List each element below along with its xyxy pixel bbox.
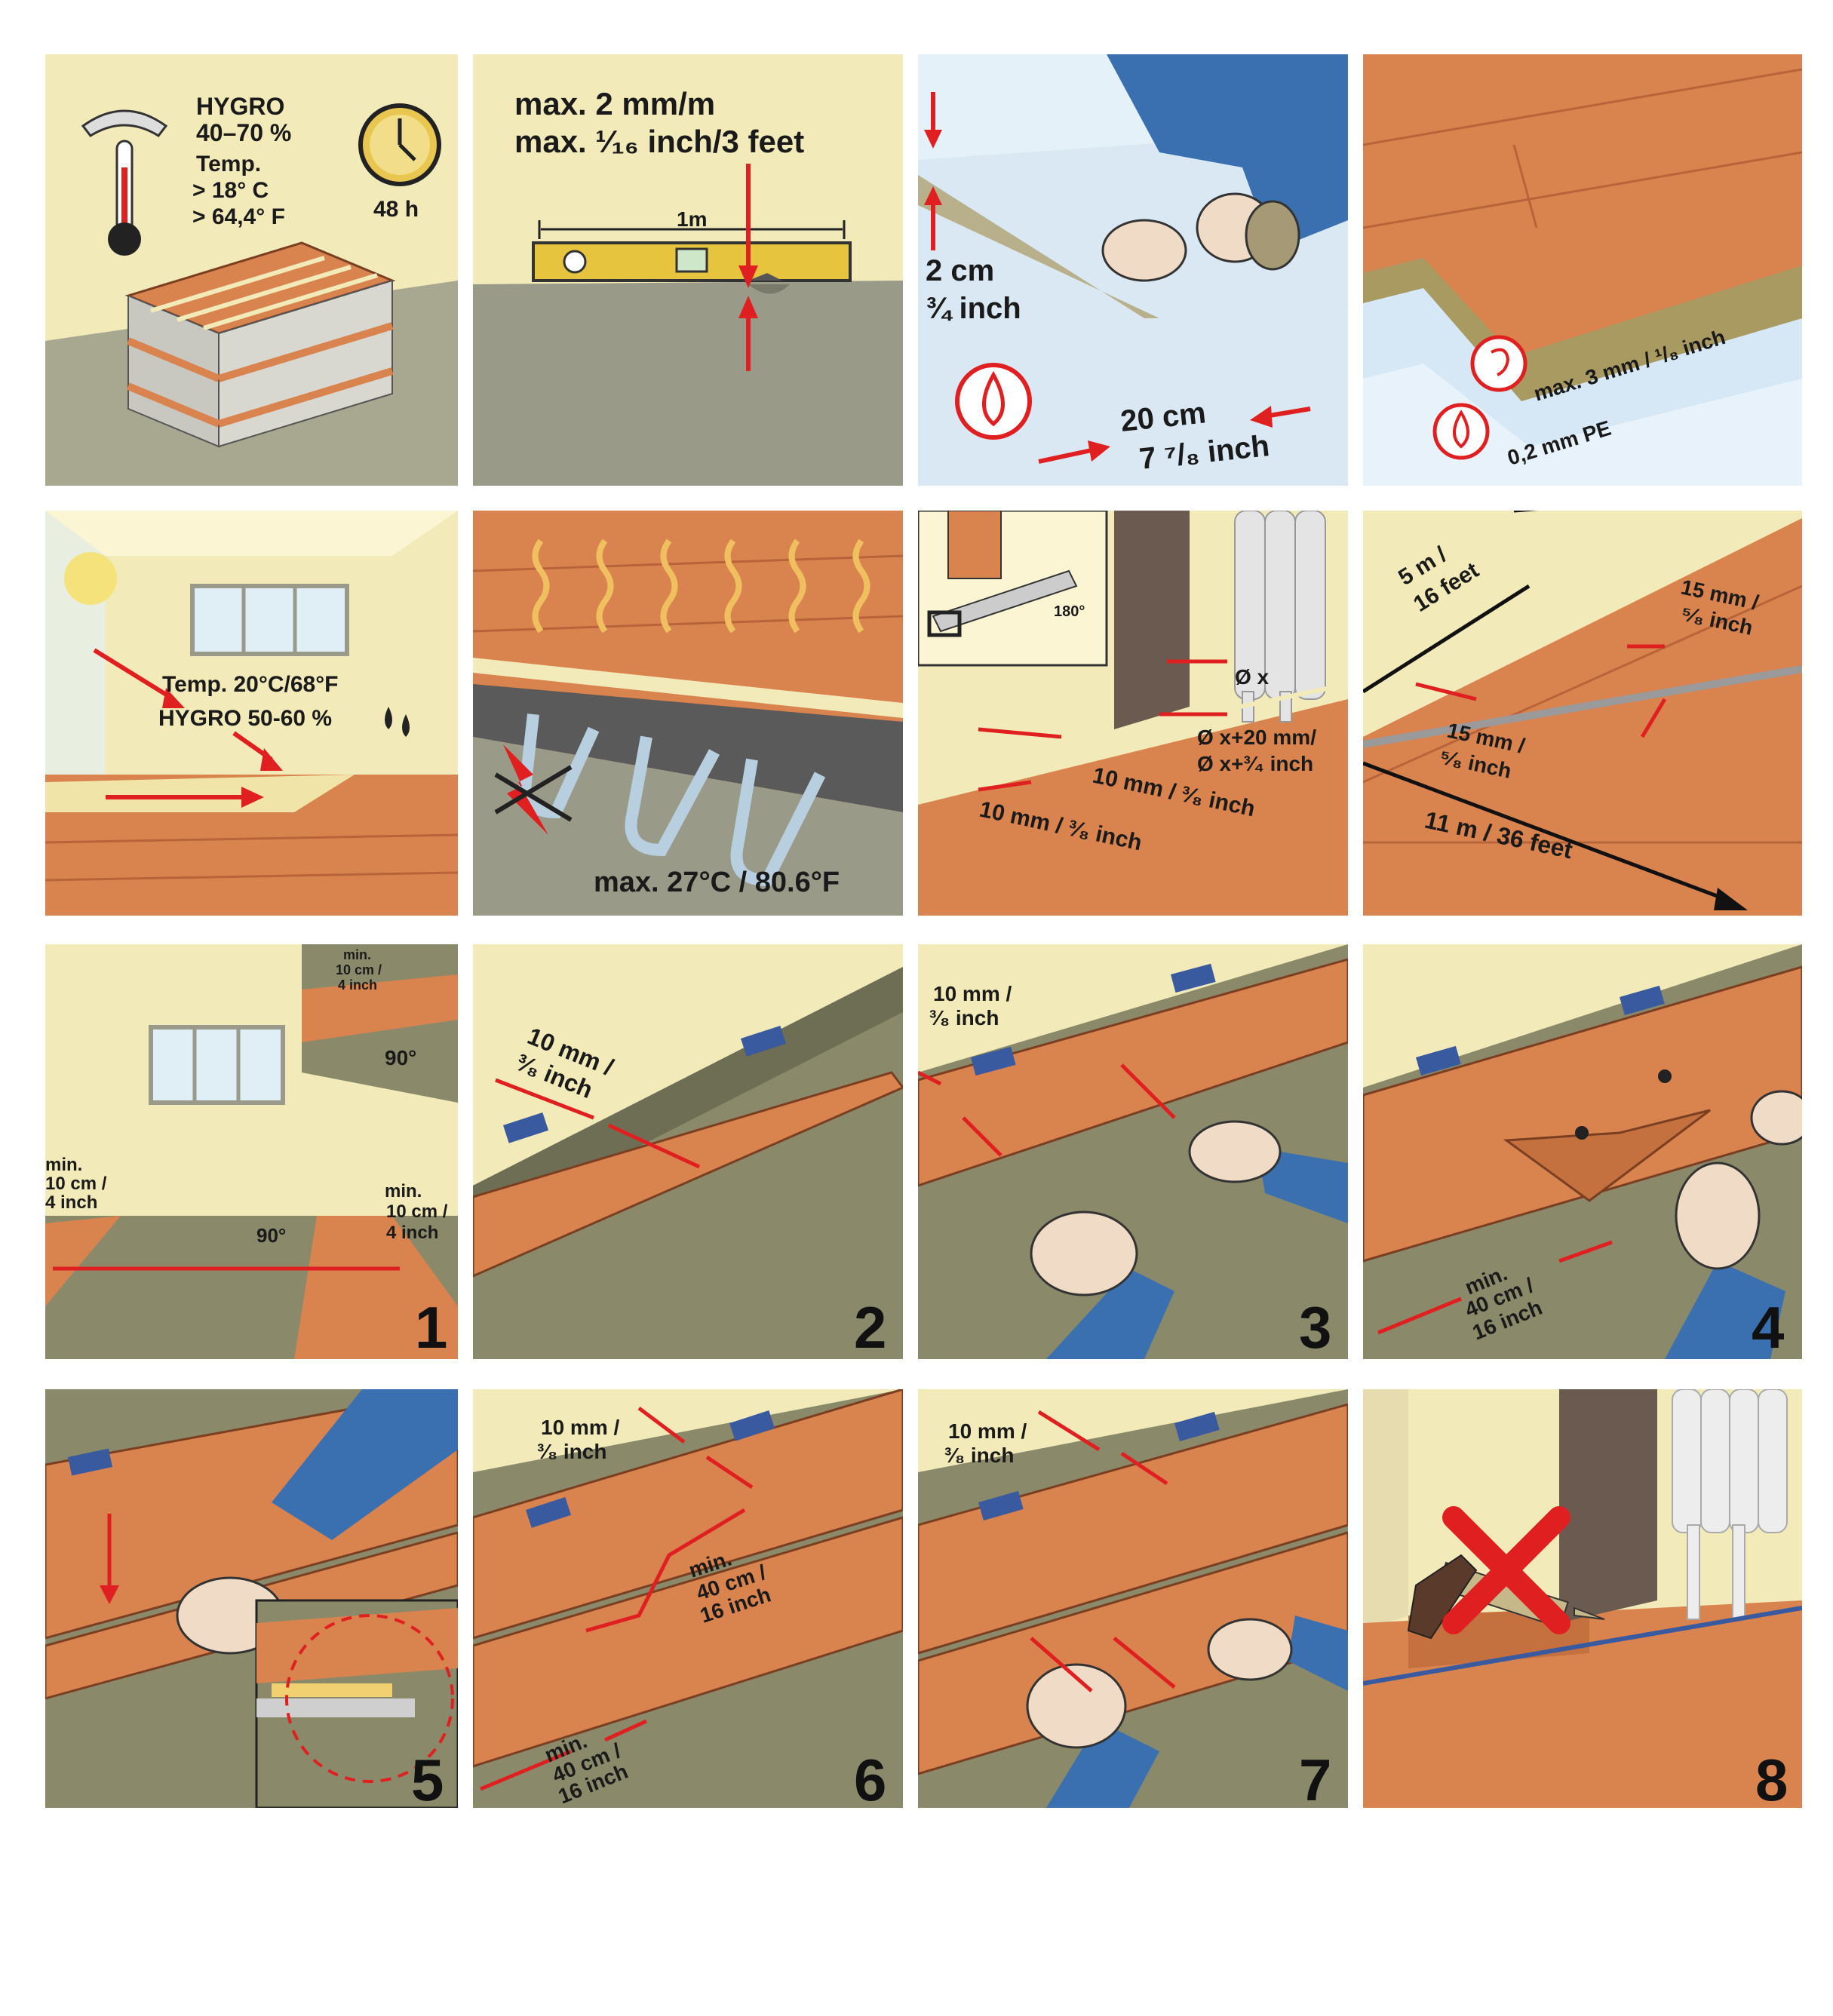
temp-celsius: > 18° C xyxy=(192,178,269,203)
saw-angle: 180° xyxy=(1054,603,1085,620)
panel-step-6: 10 mm / ³⁄₈ inch min. 40 cm / 16 inch mi… xyxy=(473,1389,903,1808)
radiator-icon xyxy=(1234,511,1326,723)
step-3-illustration: 10 mm / ³⁄₈ inch 3 xyxy=(918,944,1348,1359)
panel-climate: Temp. 20°C/68°F HYGRO 50-60 % xyxy=(45,511,458,916)
step-2-number: 2 xyxy=(854,1294,886,1359)
step-1-illustration: min. 10 cm / 4 inch 90° min. 10 cm / 4 i… xyxy=(45,944,458,1359)
hygro-label: HYGRO xyxy=(196,93,284,120)
step-1-number: 1 xyxy=(415,1294,447,1359)
board-stack xyxy=(124,241,396,448)
step-4-number: 4 xyxy=(1752,1294,1784,1359)
joint-detail-inset xyxy=(255,1599,458,1808)
step-1-angle-b: 90° xyxy=(256,1224,286,1247)
heat-waves xyxy=(532,539,870,634)
expansion-illustration: 5 m / 16 feet 15 mm / ⁵⁄₈ inch 15 mm / ⁵… xyxy=(1363,511,1802,910)
panel-underlay: max. 3 mm / ¹/₈ inch 0,2 mm PE xyxy=(1363,54,1802,486)
moisture-icon xyxy=(955,363,1032,440)
panel-pipes: 180° Ø x Ø x+20 mm/ Ø x+³⁄₄ inch 10 mm /… xyxy=(918,511,1348,916)
panel-step-5: 5 xyxy=(45,1389,458,1808)
flatness-line-1: max. 2 mm/m xyxy=(514,86,715,121)
flatness-illustration: max. 2 mm/m max. ¹⁄₁₆ inch/3 feet 1m xyxy=(473,86,903,486)
step-6-gap-in: ³⁄₈ inch xyxy=(537,1440,606,1463)
radiator-icon xyxy=(1672,1389,1788,1620)
panel-step-3: 10 mm / ³⁄₈ inch 3 xyxy=(918,944,1348,1359)
panel-expansion: 5 m / 16 feet 15 mm / ⁵⁄₈ inch 15 mm / ⁵… xyxy=(1363,511,1802,916)
heating-max-temp: max. 27°C / 80.6°F xyxy=(594,867,840,898)
step-1-min-c-in: 4 inch xyxy=(386,1223,438,1243)
clock-icon xyxy=(358,103,441,186)
panel-overlap: 2 cm ¾ inch 20 cm 7 ⁷/₈ inch xyxy=(918,54,1348,486)
hygro-range: 40–70 % xyxy=(196,119,291,146)
overlap-height-cm: 2 cm xyxy=(926,254,994,287)
level-length: 1m xyxy=(677,207,707,231)
step-2-illustration: 10 mm / ³⁄₈ inch 2 xyxy=(473,944,903,1359)
acclimatize-illustration: HYGRO 40–70 % Temp. > 18° C > 64,4° F 48… xyxy=(45,93,458,486)
step-4-illustration: min. 40 cm / 16 inch 4 xyxy=(1363,944,1802,1359)
panel-step-1: min. 10 cm / 4 inch 90° min. 10 cm / 4 i… xyxy=(45,944,458,1359)
step-7-illustration: 10 mm / ³⁄₈ inch 7 xyxy=(918,1389,1348,1808)
step-3-gap-in: ³⁄₈ inch xyxy=(929,1006,999,1029)
step-7-gap-in: ³⁄₈ inch xyxy=(944,1444,1014,1467)
step-7-gap-mm: 10 mm / xyxy=(948,1419,1027,1443)
step-1-min-a: min. xyxy=(343,947,371,962)
step-3-number: 3 xyxy=(1299,1294,1331,1359)
hands xyxy=(1026,1616,1348,1808)
step-1-min-c: min. xyxy=(385,1181,422,1201)
climate-temp: Temp. 20°C/68°F xyxy=(162,672,339,697)
step-6-gap-mm: 10 mm / xyxy=(541,1416,619,1439)
step-6-number: 6 xyxy=(854,1747,886,1808)
step-6-illustration: 10 mm / ³⁄₈ inch min. 40 cm / 16 inch mi… xyxy=(473,1389,903,1808)
moisture-icon xyxy=(1432,403,1490,460)
worker-arm xyxy=(1101,54,1348,282)
step-5-number: 5 xyxy=(411,1747,444,1808)
droplet-icon xyxy=(402,714,410,737)
panel-flatness: max. 2 mm/m max. ¹⁄₁₆ inch/3 feet 1m xyxy=(473,54,903,486)
pipe-diameter: Ø x xyxy=(1235,665,1270,689)
sun-icon xyxy=(64,552,117,605)
step-1-min-b-in: 4 inch xyxy=(45,1192,97,1213)
prohibited-cross-icon xyxy=(1442,1506,1570,1634)
panel-acclimatize: HYGRO 40–70 % Temp. > 18° C > 64,4° F 48… xyxy=(45,54,458,486)
climate-hygro: HYGRO 50-60 % xyxy=(158,706,332,731)
step-3-gap-mm: 10 mm / xyxy=(933,982,1012,1005)
panel-step-4: min. 40 cm / 16 inch 4 xyxy=(1363,944,1802,1359)
time-label: 48 h xyxy=(373,197,419,222)
pipes-illustration: 180° Ø x Ø x+20 mm/ Ø x+³⁄₄ inch 10 mm /… xyxy=(918,511,1348,856)
step-1-min-b-cm: 10 cm / xyxy=(45,1174,107,1194)
panel-heating: max. 27°C / 80.6°F xyxy=(473,511,903,916)
step-7-number: 7 xyxy=(1299,1747,1331,1808)
lightning-icon xyxy=(494,744,573,835)
overlap-height-inch: ¾ inch xyxy=(926,292,1021,325)
step-8-illustration: 8 xyxy=(1363,1389,1802,1808)
ear-icon xyxy=(1470,335,1528,392)
panel-step-2: 10 mm / ³⁄₈ inch 2 xyxy=(473,944,903,1359)
flatness-line-2: max. ¹⁄₁₆ inch/3 feet xyxy=(514,124,804,159)
temp-label: Temp. xyxy=(196,152,261,176)
panel-step-8: 8 xyxy=(1363,1389,1802,1808)
droplet-icon xyxy=(385,707,392,729)
wall-gap-2: 10 mm / ³⁄₈ inch xyxy=(978,797,1144,856)
hole-diameter-mm: Ø x+20 mm/ xyxy=(1197,726,1316,749)
heating-illustration: max. 27°C / 80.6°F xyxy=(473,539,903,916)
spirit-level xyxy=(532,241,852,282)
thermometer-icon xyxy=(81,109,168,256)
temp-fahrenheit: > 64,4° F xyxy=(192,204,285,229)
hands xyxy=(1030,1120,1348,1359)
step-1-angle-a: 90° xyxy=(385,1046,416,1069)
saw-icon xyxy=(927,569,1078,637)
climate-illustration: Temp. 20°C/68°F HYGRO 50-60 % xyxy=(45,511,458,916)
step-1-min-a-cm: 10 cm / xyxy=(336,962,382,977)
hole-diameter-inch: Ø x+³⁄₄ inch xyxy=(1197,752,1313,775)
panel-step-7: 10 mm / ³⁄₈ inch 7 xyxy=(918,1389,1348,1808)
step-1-min-b: min. xyxy=(45,1155,82,1175)
step-1-min-a-in: 4 inch xyxy=(338,977,377,993)
step-5-illustration: 5 xyxy=(45,1389,458,1808)
underlay-illustration: max. 3 mm / ¹/₈ inch 0,2 mm PE xyxy=(1363,68,1802,486)
step-1-min-c-cm: 10 cm / xyxy=(386,1201,448,1222)
step-8-number: 8 xyxy=(1755,1747,1788,1808)
hands xyxy=(1665,1090,1802,1359)
overlap-illustration: 2 cm ¾ inch 20 cm 7 ⁷/₈ inch xyxy=(918,54,1348,486)
